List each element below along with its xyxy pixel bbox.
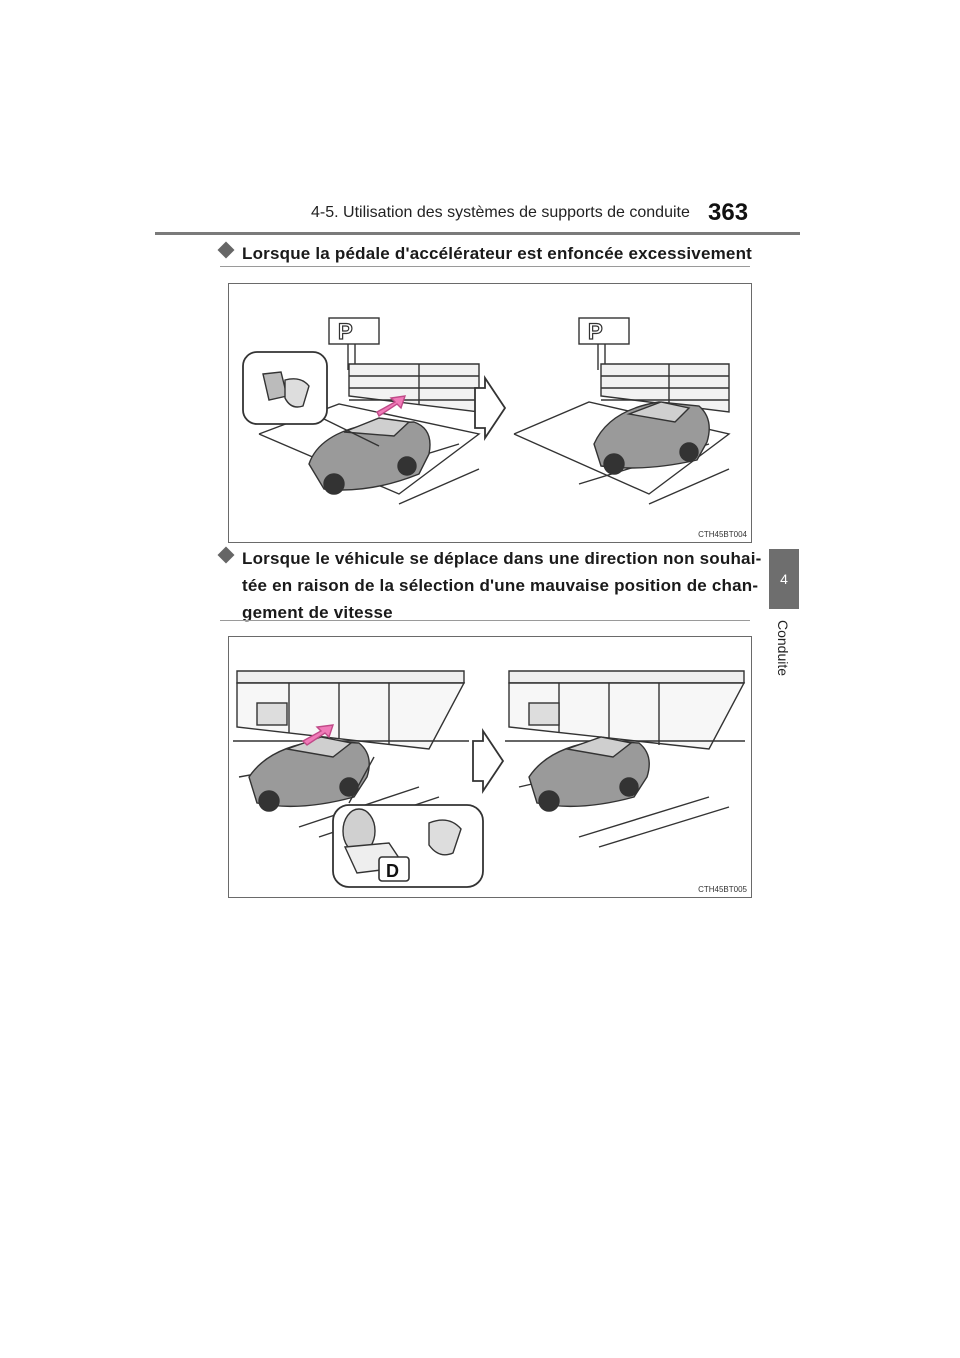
forward-motion-arrow bbox=[301, 724, 335, 746]
header-rule bbox=[155, 232, 800, 235]
chapter-tab-number: 4 bbox=[780, 571, 788, 587]
storefront-illustration bbox=[505, 670, 746, 750]
parking-sign-icon: P bbox=[578, 317, 630, 370]
section-heading-accelerator: Lorsque la pédale d'accélérateur est enf… bbox=[217, 240, 753, 267]
transition-arrow-icon bbox=[474, 375, 507, 441]
chapter-tab-label: Conduite bbox=[775, 620, 791, 677]
section-rule bbox=[220, 266, 750, 267]
figure-code: CTH45BT004 bbox=[698, 530, 747, 539]
parking-sign-icon: P bbox=[328, 317, 380, 370]
svg-text:P: P bbox=[338, 319, 353, 344]
brick-wall bbox=[348, 363, 480, 413]
car-illustration bbox=[248, 736, 370, 812]
car-illustration bbox=[308, 417, 431, 495]
chapter-tab bbox=[769, 549, 799, 609]
section-heading-line: tée en raison de la sélection d'une mauv… bbox=[242, 576, 759, 595]
storefront-illustration bbox=[233, 670, 469, 750]
section-heading-line: Lorsque la pédale d'accélérateur est enf… bbox=[242, 244, 753, 263]
brick-wall bbox=[600, 363, 730, 413]
transition-arrow-icon bbox=[472, 728, 505, 794]
pedal-inset-icon bbox=[242, 351, 380, 447]
figure-code: CTH45BT005 bbox=[698, 885, 747, 894]
section-heading-gear-selection: Lorsque le véhicule se déplace dans une … bbox=[217, 545, 762, 626]
section-heading-line: Lorsque le véhicule se déplace dans une … bbox=[242, 549, 762, 568]
page-number: 363 bbox=[708, 199, 749, 226]
svg-text:P: P bbox=[588, 319, 603, 344]
figure-accelerator-pedal: P bbox=[228, 283, 752, 543]
shift-position-label: D bbox=[386, 861, 399, 881]
shift-lever-inset-icon bbox=[332, 756, 484, 888]
page-header-title: 4-5. Utilisation des systèmes de support… bbox=[311, 204, 690, 221]
car-illustration bbox=[593, 401, 710, 475]
car-illustration bbox=[528, 736, 650, 812]
section-rule bbox=[220, 620, 750, 621]
forward-motion-arrow bbox=[376, 395, 407, 418]
section-heading-line: gement de vitesse bbox=[242, 603, 393, 622]
figure-wrong-gear: D CTH45BT005 bbox=[228, 636, 752, 898]
